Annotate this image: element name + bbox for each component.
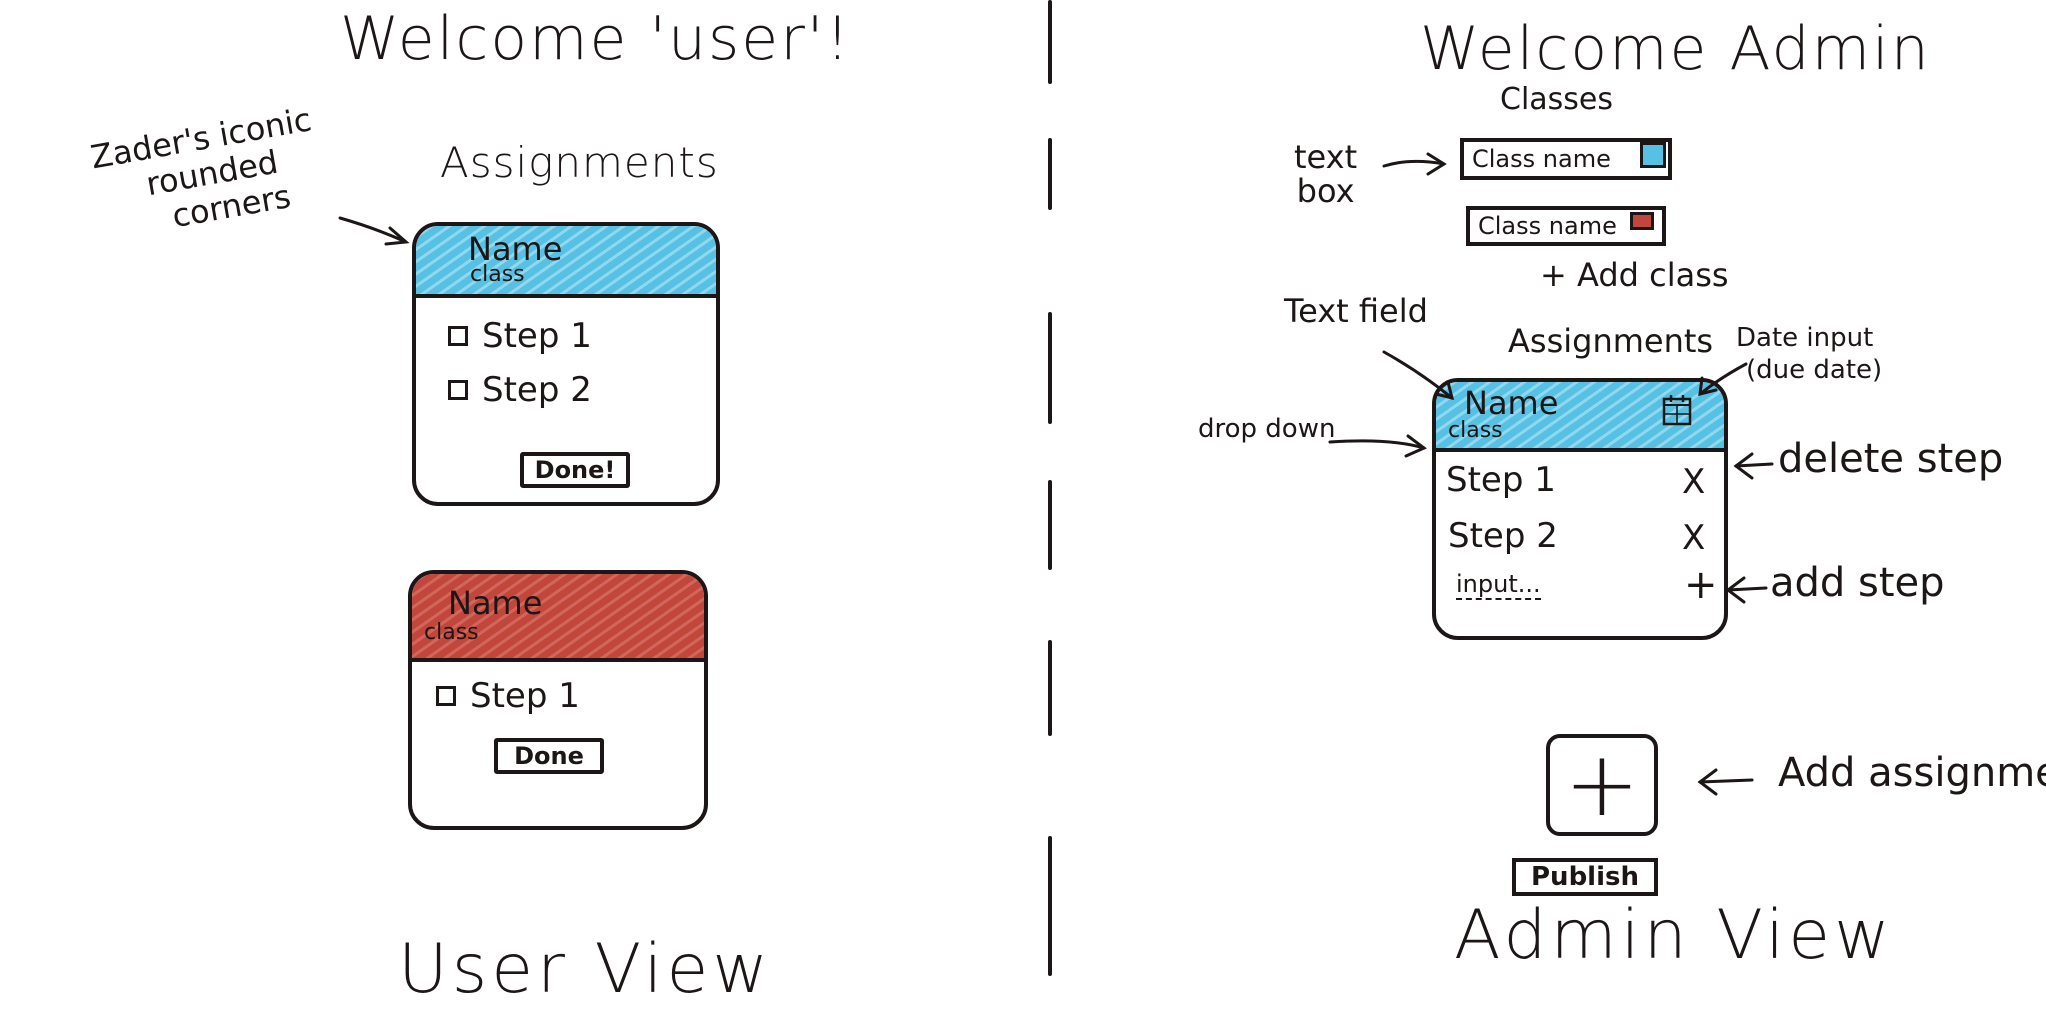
class-name-placeholder: Class name xyxy=(1478,212,1617,240)
step-row: Step 2 xyxy=(1448,516,1558,556)
add-class-button[interactable]: + Add class xyxy=(1540,256,1729,294)
assignment-class: class xyxy=(424,620,479,645)
step-label[interactable]: Step 1 xyxy=(1446,460,1556,500)
step-label: Step 1 xyxy=(482,316,592,356)
admin-welcome-heading: Welcome Admin xyxy=(1420,14,1931,84)
assignment-card: Name class Step 1 Done xyxy=(408,570,708,830)
class-dropdown[interactable]: class xyxy=(1448,418,1503,443)
class-color-swatch[interactable] xyxy=(1640,142,1666,168)
class-name-input[interactable]: Class name xyxy=(1460,138,1672,180)
done-button[interactable]: Done! xyxy=(520,452,630,488)
add-step-button[interactable]: + xyxy=(1684,562,1718,608)
user-assignments-title: Assignments xyxy=(440,138,719,187)
view-divider xyxy=(1048,640,1052,736)
add-assignment-button[interactable]: + xyxy=(1546,734,1658,836)
view-divider xyxy=(1048,138,1052,210)
annotation-line: box xyxy=(1296,172,1355,210)
delete-step-annotation: delete step xyxy=(1778,436,2004,482)
add-step-annotation: add step xyxy=(1770,560,1945,606)
step-row[interactable]: Step 2 xyxy=(448,370,592,410)
add-assignment-annotation: Add assignment xyxy=(1778,750,2046,796)
admin-view-label: Admin View xyxy=(1454,896,1894,975)
drop-down-annotation: drop down xyxy=(1198,414,1336,444)
date-input-annotation: Date input (due date) xyxy=(1736,322,1882,386)
step-checkbox[interactable] xyxy=(448,380,468,400)
view-divider xyxy=(1048,0,1052,84)
classes-title: Classes xyxy=(1500,82,1614,117)
new-step-input[interactable]: input... xyxy=(1456,570,1541,600)
step-row: Step 1 xyxy=(1446,460,1556,500)
user-view-label: User View xyxy=(398,930,772,1009)
step-label[interactable]: Step 2 xyxy=(1448,516,1558,556)
text-box-annotation: text box xyxy=(1294,140,1357,208)
class-name-placeholder: Class name xyxy=(1472,145,1611,173)
step-row[interactable]: Step 1 xyxy=(448,316,592,356)
assignment-card-header: Name class xyxy=(412,574,704,662)
rounded-corners-annotation: Zader's iconic rounded corners xyxy=(88,100,327,246)
step-label: Step 1 xyxy=(470,676,580,716)
step-checkbox[interactable] xyxy=(436,686,456,706)
view-divider xyxy=(1048,480,1052,570)
publish-button[interactable]: Publish xyxy=(1512,858,1658,896)
delete-step-button[interactable]: X xyxy=(1682,518,1706,558)
assignment-name: Name xyxy=(448,584,543,622)
admin-assignment-card: Name class Step 1 X Step 2 X input... + xyxy=(1432,378,1728,640)
annotation-line: (due date) xyxy=(1746,355,1883,385)
assignment-name-field[interactable]: Name xyxy=(1464,384,1559,422)
step-label: Step 2 xyxy=(482,370,592,410)
assignment-name: Name xyxy=(468,230,563,268)
text-field-annotation: Text field xyxy=(1284,292,1428,330)
class-color-swatch[interactable] xyxy=(1630,212,1654,230)
user-welcome-heading: Welcome 'user'! xyxy=(340,4,852,74)
assignment-card: Name class Step 1 Step 2 Done! xyxy=(412,222,720,506)
delete-step-button[interactable]: X xyxy=(1682,462,1706,502)
calendar-icon[interactable] xyxy=(1662,394,1692,426)
view-divider xyxy=(1048,836,1052,976)
step-row[interactable]: Step 1 xyxy=(436,676,580,716)
view-divider xyxy=(1048,312,1052,424)
admin-card-header: Name class xyxy=(1436,382,1724,452)
step-checkbox[interactable] xyxy=(448,326,468,346)
assignment-class: class xyxy=(470,262,525,287)
assignments-title: Assignments xyxy=(1508,322,1714,360)
done-button[interactable]: Done xyxy=(494,738,604,774)
annotation-line: text xyxy=(1294,138,1358,176)
annotation-line: Date input xyxy=(1736,323,1874,353)
assignment-card-header: Name class xyxy=(416,226,716,298)
